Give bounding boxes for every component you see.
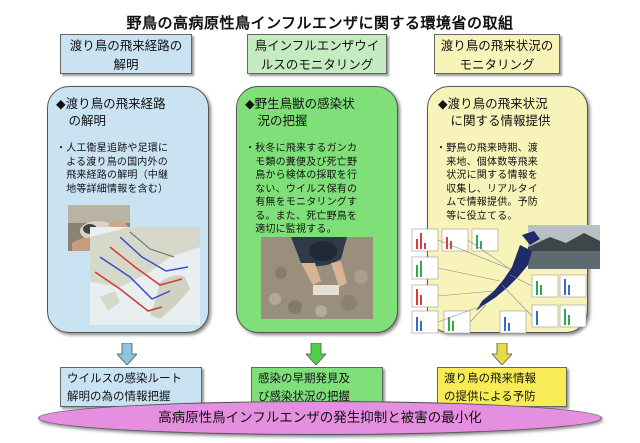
bottom-banner: 高病原性鳥インフルエンザの発生抑制と被害の最小化 — [38, 401, 602, 435]
panel-body-migration-route: ・人工衛星追跡や足環に よる渡り鳥の国内外の 飛来経路の解明（中継 地等詳細情報… — [56, 143, 169, 195]
panel-arrival-monitoring: ◆渡り鳥の飛来状況 に関する情報提供 ・野鳥の飛来時期、渡 来地、個体数等飛来 … — [427, 86, 588, 333]
column-header-migration-route: 渡り鳥の飛来経路の 解明 — [60, 34, 192, 74]
panel-migration-route: ◆渡り鳥の飛来経路 の解明 ・人工衛星追跡や足環に よる渡り鳥の国内外の 飛来経… — [47, 86, 209, 333]
column-header-arrival-monitoring: 渡り鳥の飛来状況の モニタリング — [434, 34, 560, 74]
map-migration-routes — [90, 227, 200, 325]
panel-body-virus-monitoring: ・秋冬に飛来するガンカ モ類の糞便及び死亡野 鳥から検体の採取を行 ない、ウイル… — [245, 143, 358, 235]
panel-title-arrival-monitoring: ◆渡り鳥の飛来状況 に関する情報提供 — [438, 96, 551, 128]
column-header-virus-monitoring: 鳥インフルエンザウイ ルスのモニタリング — [247, 34, 387, 74]
panel-body-arrival-monitoring: ・野鳥の飛来時期、渡 来地、個体数等飛来 状況に関する情報を 収集し、リアルタイ… — [436, 143, 538, 222]
panel-virus-monitoring: ◆野生鳥獣の感染状 況の把握 ・秋冬に飛来するガンカ モ類の糞便及び死亡野 鳥か… — [236, 86, 398, 333]
infographic-arrival-histograms — [410, 225, 600, 337]
panel-title-migration-route: ◆渡り鳥の飛来経路 の解明 — [56, 96, 166, 128]
outcome-migration-route: ウイルスの感染ルート 解明の為の情報把握 — [60, 367, 202, 407]
arrow-down-arrival-monitoring — [491, 342, 513, 369]
photo-field-sampling — [261, 237, 373, 319]
diagram-title: 野鳥の高病原性鳥インフルエンザに関する環境省の取組 — [126, 14, 514, 32]
panel-title-virus-monitoring: ◆野生鳥獣の感染状 況の把握 — [245, 96, 355, 128]
outcome-arrival-monitoring: 渡り鳥の飛来情報 の提供による予防 — [437, 367, 567, 407]
arrow-down-migration-route — [116, 342, 138, 369]
arrow-down-virus-monitoring — [305, 342, 327, 369]
